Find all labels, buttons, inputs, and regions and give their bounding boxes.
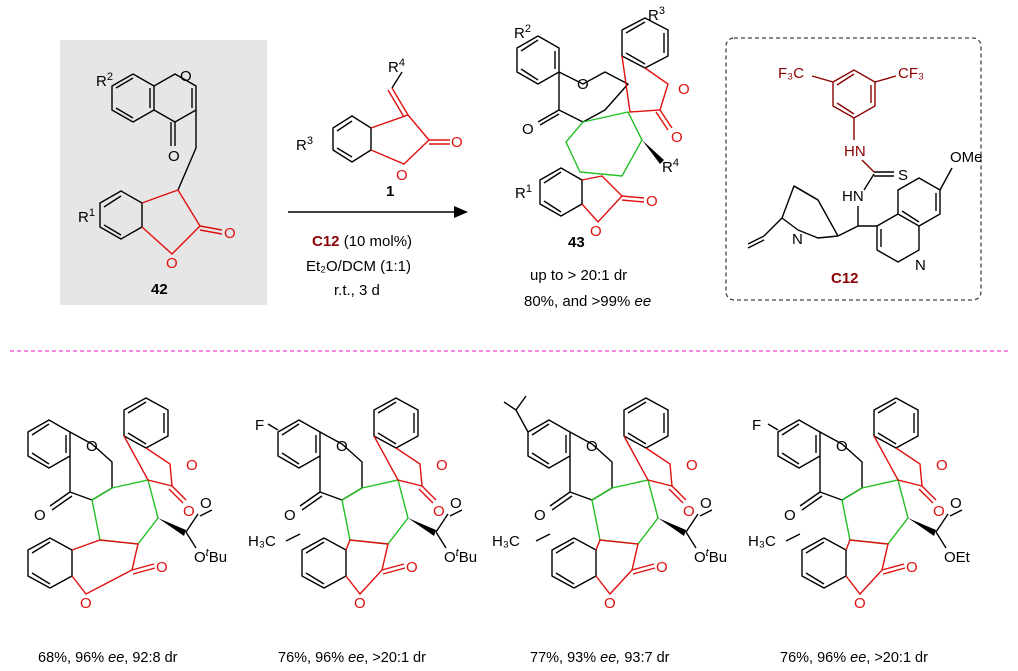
- catalyst-dashed-border: [725, 37, 982, 301]
- ester-group: OtBu: [694, 547, 727, 566]
- o-ester-carbonyl: O: [950, 495, 962, 512]
- o-ketone: O: [284, 507, 296, 524]
- fluorine: F: [752, 417, 761, 434]
- o-lactone-bottom: O: [80, 595, 92, 612]
- nh-lower: HN: [842, 188, 864, 205]
- r1-label: R1: [78, 207, 95, 226]
- o-ester-carbonyl: O: [700, 495, 712, 512]
- methoxy: OMe: [950, 149, 983, 166]
- o-carbonyl-bottom: O: [656, 559, 668, 576]
- r2-label: R2: [514, 23, 531, 42]
- product-number: 43: [568, 234, 585, 251]
- o-lactone: O: [396, 167, 408, 184]
- o-lactone-top: O: [186, 457, 198, 474]
- o-carbonyl-top: O: [183, 503, 195, 520]
- cf3-left: F₃C: [778, 65, 804, 82]
- o-carbonyl-top: O: [933, 503, 945, 520]
- n-quinuclidine: N: [792, 231, 803, 248]
- o-ester-carbonyl: O: [450, 495, 462, 512]
- r4-label: R4: [662, 157, 679, 176]
- o-lactone-top: O: [678, 81, 690, 98]
- substrate-number: 42: [151, 281, 168, 298]
- o-lactone-top: O: [686, 457, 698, 474]
- o-ketone: O: [522, 121, 534, 138]
- r3-label: R3: [296, 135, 313, 154]
- ester-group: OtBu: [194, 547, 227, 566]
- o-pyran: O: [336, 438, 348, 455]
- reagent-1: O O R4 R3 1: [296, 57, 463, 200]
- sulfur: S: [898, 167, 908, 184]
- catalyst-label: C12: [831, 270, 859, 287]
- example-caption-4: 76%, 96% ee, >20:1 dr: [780, 650, 928, 666]
- o-lactone-bottom: O: [354, 595, 366, 612]
- o-lactone: O: [166, 255, 178, 272]
- solvent: Et₂O/DCM (1:1): [306, 258, 411, 275]
- r2-label: R2: [96, 71, 113, 90]
- o-carbonyl-bottom: O: [156, 559, 168, 576]
- r4-label: R4: [388, 57, 405, 76]
- o-keto: O: [168, 148, 180, 165]
- methyl: H₃C: [748, 533, 776, 550]
- example-caption-3: 77%, 93% ee, 93:7 dr: [530, 650, 670, 666]
- nh-upper: HN: [844, 143, 866, 160]
- substrate-background: [60, 40, 267, 305]
- catalyst-box: F₃C CF₃ HN S HN N OMe N C12: [725, 37, 983, 301]
- o-ester-carbonyl: O: [200, 495, 212, 512]
- o-carbonyl-bottom: O: [646, 193, 658, 210]
- product-yield-ee: 80%, and >99% ee: [524, 293, 651, 310]
- o-ketone: O: [784, 507, 796, 524]
- o-lactone-bottom: O: [604, 595, 616, 612]
- o-carbonyl-top: O: [433, 503, 445, 520]
- methyl: H₃C: [248, 533, 276, 550]
- o-lactone-bottom: O: [590, 223, 602, 240]
- fluorine: F: [255, 417, 264, 434]
- ester-group: OEt: [944, 549, 971, 566]
- o-lactone-top: O: [936, 457, 948, 474]
- o-ketone: O: [34, 507, 46, 524]
- o-carbonyl-top: O: [683, 503, 695, 520]
- example-caption-1: 68%, 96% ee, 92:8 dr: [38, 650, 178, 666]
- substrate-42: O O R2 O O R1 42: [60, 40, 267, 305]
- cf3-right: CF₃: [898, 65, 924, 82]
- temperature-time: r.t., 3 d: [334, 282, 380, 299]
- o-ketone: O: [534, 507, 546, 524]
- o-carbonyl: O: [451, 134, 463, 151]
- o-pyran: O: [836, 438, 848, 455]
- o-pyran: O: [586, 438, 598, 455]
- reaction-arrow: [288, 206, 468, 218]
- o-carbonyl-top: O: [671, 129, 683, 146]
- o-ring: O: [180, 68, 192, 85]
- r3-label: R3: [648, 5, 665, 24]
- ester-group: OtBu: [444, 547, 477, 566]
- o-carbonyl-bottom: O: [406, 559, 418, 576]
- o-carbonyl-bottom: O: [906, 559, 918, 576]
- o-carbonyl: O: [224, 225, 236, 242]
- product-43: R2 O O R3 O O R4 R1 O O 43: [514, 5, 690, 251]
- r1-label: R1: [515, 183, 532, 202]
- catalyst-loading: C12 (10 mol%): [312, 233, 412, 250]
- methyl: H₃C: [492, 533, 520, 550]
- n-quinoline: N: [915, 257, 926, 274]
- example-caption-2: 76%, 96% ee, >20:1 dr: [278, 650, 426, 666]
- o-lactone-bottom: O: [854, 595, 866, 612]
- o-lactone-top: O: [436, 457, 448, 474]
- o-pyran: O: [577, 76, 589, 93]
- reagent-number: 1: [386, 183, 394, 200]
- product-dr: up to > 20:1 dr: [530, 267, 627, 284]
- o-pyran: O: [86, 438, 98, 455]
